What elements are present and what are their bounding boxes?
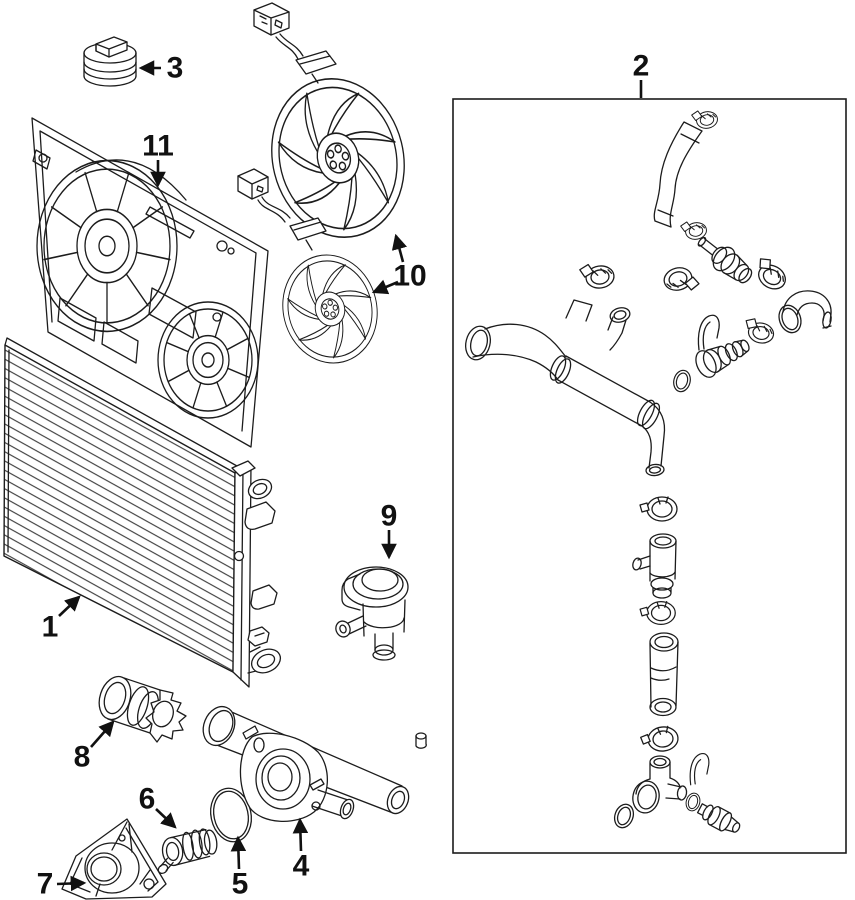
callout-7[interactable]: 7 <box>37 868 87 900</box>
callout-leader-line <box>391 233 407 263</box>
part-number-label: 3 <box>167 52 184 85</box>
thermostat-housing-drawing <box>61 818 167 900</box>
callout-9[interactable]: 9 <box>381 500 398 560</box>
callout-leader-line <box>56 875 87 892</box>
hose-kit-box <box>452 98 847 854</box>
callout-leader-line <box>90 720 115 748</box>
thermostat-drawing <box>157 828 218 875</box>
elbow-hose-drawing <box>778 290 832 334</box>
callout-layer: 1 2 3 4 5 6 7 8 9 10 11 <box>37 50 650 900</box>
hose-adapter-drawing <box>695 339 750 378</box>
callout-leader-line <box>292 817 309 852</box>
callout-leader-line <box>371 279 399 295</box>
aux-water-pump-drawing <box>335 566 409 661</box>
callout-leader-line <box>155 808 177 829</box>
callout-6[interactable]: 6 <box>139 783 177 829</box>
part-number-label: 11 <box>142 130 174 163</box>
fan-shroud-drawing <box>31 117 269 448</box>
fan-connector-small-drawing <box>237 168 327 251</box>
callout-3[interactable]: 3 <box>138 52 184 85</box>
part-number-label: 1 <box>42 611 59 644</box>
part-number-label: 10 <box>393 260 426 293</box>
retaining-clips-drawing <box>689 314 720 786</box>
small-o-rings-drawing <box>610 367 703 832</box>
t-fitting-drawing <box>632 755 688 814</box>
part-number-label: 7 <box>37 868 54 900</box>
coolant-pipe-drawing <box>649 632 679 717</box>
radiator-cap-drawing <box>83 36 137 87</box>
callout-leader-line <box>230 835 247 870</box>
radiator-drawing <box>3 337 282 688</box>
temp-sensor-drawing <box>696 803 741 833</box>
hose-fitting-drawing <box>697 236 753 284</box>
callout-4[interactable]: 4 <box>292 817 310 883</box>
diagram-artwork <box>3 2 847 900</box>
part-number-label: 2 <box>633 50 650 83</box>
water-pump-drawing <box>98 675 187 743</box>
part-number-label: 9 <box>381 500 398 533</box>
fan-connector-large-drawing <box>253 2 337 84</box>
hose-clamps-drawing <box>578 254 792 346</box>
callout-1[interactable]: 1 <box>42 595 81 644</box>
part-number-label: 8 <box>74 741 91 774</box>
callout-5[interactable]: 5 <box>230 835 249 900</box>
water-outlet-pipe-drawing <box>202 705 427 823</box>
part-number-label: 6 <box>139 783 156 816</box>
upper-hose-drawing <box>653 107 720 243</box>
part-number-label: 4 <box>293 850 310 883</box>
callout-11[interactable]: 11 <box>142 130 174 188</box>
joint-pipe-drawing <box>632 533 677 599</box>
part-number-label: 5 <box>232 868 249 900</box>
callout-10[interactable]: 10 <box>371 233 427 295</box>
lower-hose-drawing <box>465 299 666 477</box>
cooling-fans-drawing <box>237 2 422 374</box>
callout-leader-line <box>58 595 81 617</box>
callout-8[interactable]: 8 <box>74 720 115 774</box>
callout-2[interactable]: 2 <box>633 50 650 99</box>
